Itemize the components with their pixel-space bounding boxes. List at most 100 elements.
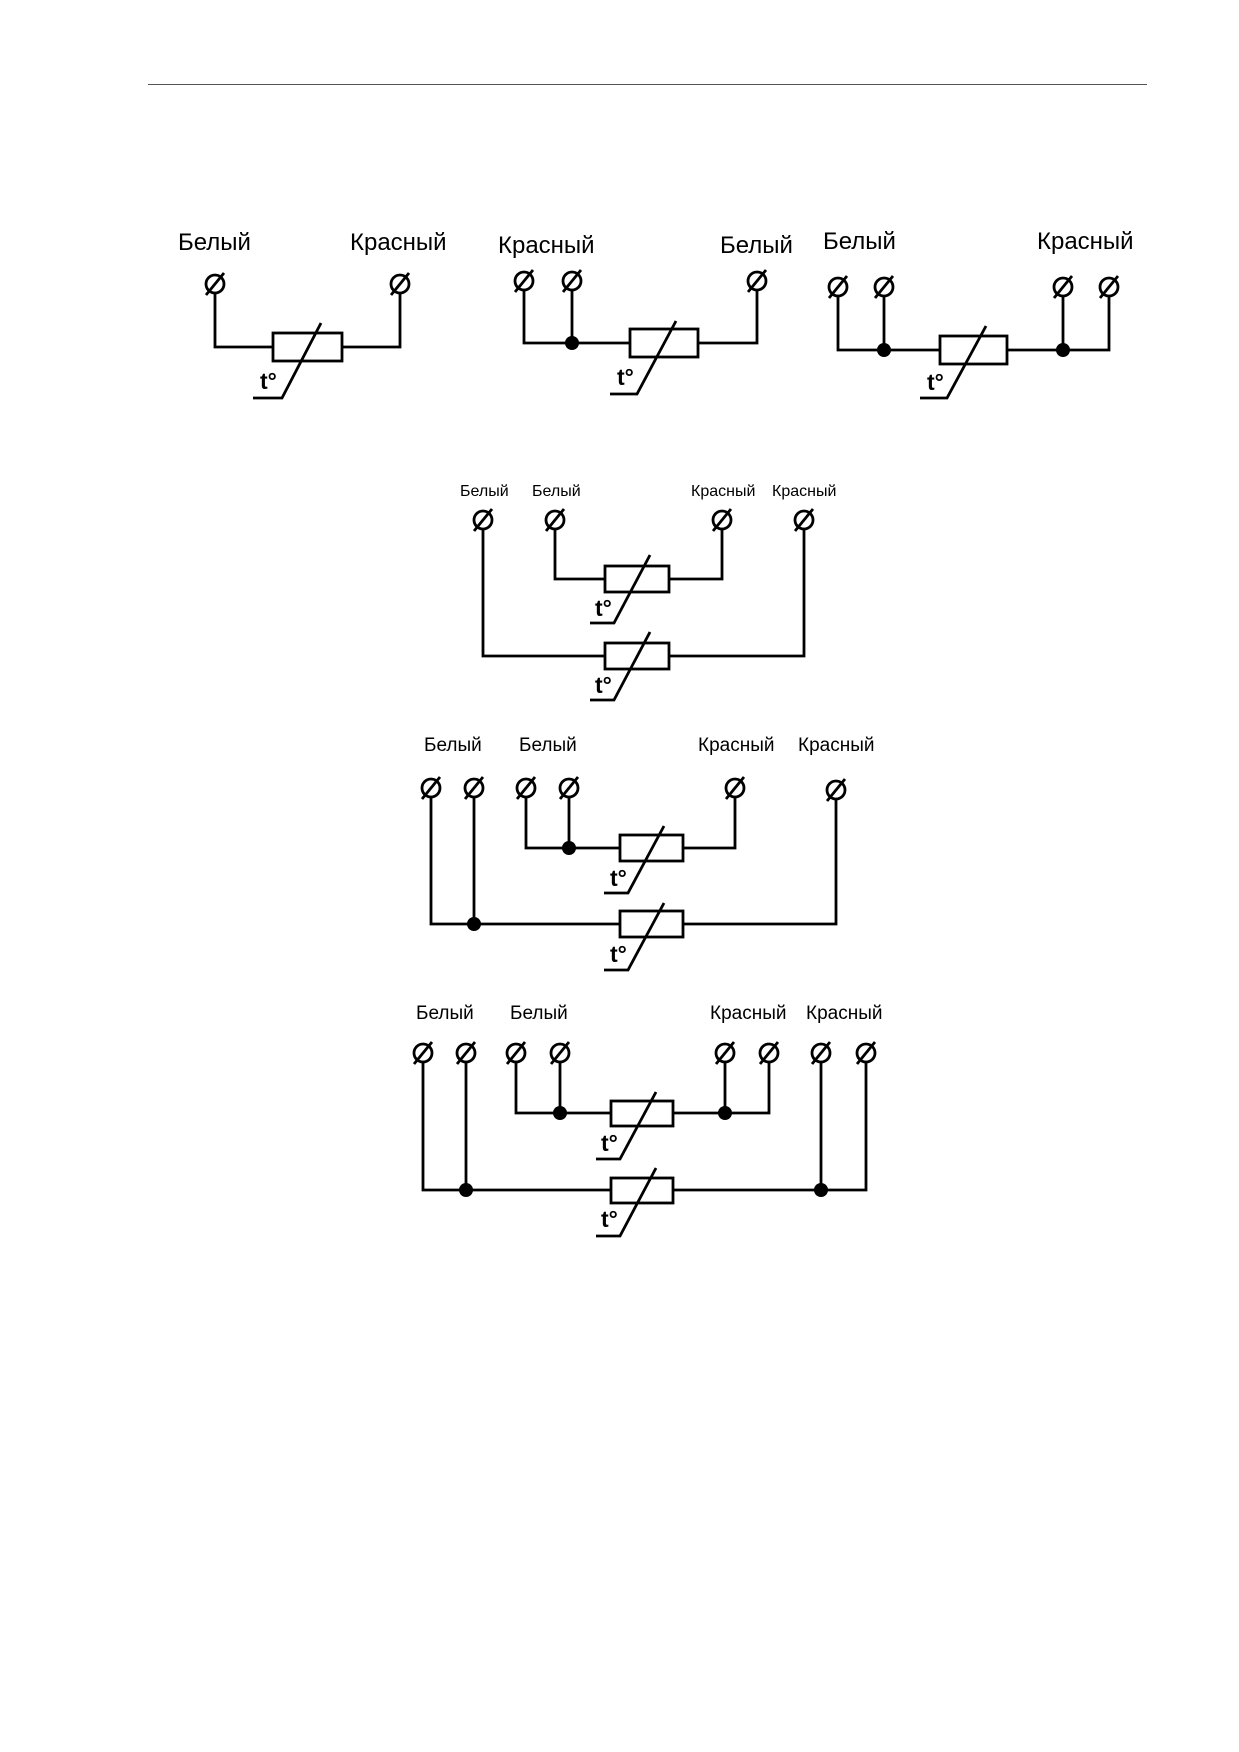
terminal-icon[interactable] <box>724 775 746 801</box>
terminal-icon[interactable] <box>204 271 226 297</box>
junction-dot <box>565 336 579 350</box>
label-white: Белый <box>416 1003 474 1024</box>
wire <box>673 1062 868 1192</box>
junction-dot <box>459 1183 473 1197</box>
temp-label: t° <box>260 368 277 394</box>
wire <box>481 529 605 658</box>
thermistor-slash <box>610 320 678 396</box>
wire <box>1007 296 1111 352</box>
wire <box>553 529 605 581</box>
wire <box>683 799 838 926</box>
junction-dot <box>718 1106 732 1120</box>
label-white: Белый <box>519 735 577 756</box>
label-white: Белый <box>424 735 482 756</box>
wire <box>514 1062 611 1115</box>
terminal-icon[interactable] <box>827 274 849 300</box>
label-white: Белый <box>178 229 251 256</box>
diagram-dual-4wire: Белый Белый Красный Красный t° t° <box>412 1003 882 1238</box>
label-red: Красный <box>1037 228 1134 255</box>
terminal-icon[interactable] <box>515 775 537 801</box>
terminal-icon[interactable] <box>412 1040 434 1066</box>
terminal-icon[interactable] <box>825 777 847 803</box>
thermistor-symbol <box>609 1176 675 1205</box>
label-red: Красный <box>772 483 836 500</box>
thermistor-slash <box>920 325 988 400</box>
terminal-icon[interactable] <box>505 1040 527 1066</box>
temp-label: t° <box>601 1130 618 1156</box>
wire <box>669 529 724 581</box>
label-red: Красный <box>698 735 774 756</box>
thermistor-slash <box>590 554 652 625</box>
wire <box>429 797 620 926</box>
wire <box>698 290 759 345</box>
label-white: Белый <box>510 1003 568 1024</box>
wire <box>836 296 940 352</box>
thermistor-slash <box>596 1091 658 1161</box>
wire <box>213 293 273 349</box>
terminal-icon[interactable] <box>810 1040 832 1066</box>
temp-label: t° <box>617 364 634 390</box>
label-red: Красный <box>498 232 595 259</box>
temp-label: t° <box>601 1206 618 1232</box>
junction-dot <box>467 917 481 931</box>
thermistor-slash <box>253 322 323 400</box>
wire <box>421 1062 611 1192</box>
temp-label: t° <box>610 865 627 891</box>
thermistor-symbol <box>609 1099 675 1128</box>
temp-label: t° <box>595 672 612 698</box>
diagram-4wire: Белый Красный t° <box>823 228 1134 400</box>
thermistor-slash <box>604 902 666 972</box>
header-rule <box>148 84 1147 85</box>
terminal-icon[interactable] <box>561 268 583 294</box>
label-white: Белый <box>460 483 509 500</box>
terminal-icon[interactable] <box>558 775 580 801</box>
label-white: Белый <box>532 483 581 500</box>
thermistor-slash <box>596 1167 658 1238</box>
junction-dot <box>1056 343 1070 357</box>
terminal-icon[interactable] <box>873 274 895 300</box>
wire <box>669 529 806 658</box>
junction-dot <box>562 841 576 855</box>
terminal-icon[interactable] <box>1098 274 1120 300</box>
terminal-icon[interactable] <box>1052 274 1074 300</box>
label-red: Красный <box>691 483 755 500</box>
terminal-icon[interactable] <box>420 775 442 801</box>
junction-dot <box>553 1106 567 1120</box>
terminal-icon[interactable] <box>455 1040 477 1066</box>
terminal-icon[interactable] <box>855 1040 877 1066</box>
terminal-icon[interactable] <box>758 1040 780 1066</box>
terminal-icon[interactable] <box>472 507 494 533</box>
label-red: Красный <box>350 229 447 256</box>
terminal-icon[interactable] <box>549 1040 571 1066</box>
terminal-icon[interactable] <box>711 507 733 533</box>
thermistor-slash <box>590 631 652 702</box>
diagram-dual-3wire: Белый Белый Красный Красный t° t° <box>420 735 874 972</box>
diagram-3wire: Красный Белый t° <box>498 232 793 396</box>
temp-label: t° <box>927 369 944 395</box>
terminal-icon[interactable] <box>513 268 535 294</box>
terminal-icon[interactable] <box>714 1040 736 1066</box>
label-red: Красный <box>710 1003 786 1024</box>
wire <box>522 290 630 345</box>
wire <box>524 797 620 850</box>
terminal-icon[interactable] <box>463 775 485 801</box>
wire <box>683 797 737 850</box>
temp-label: t° <box>610 941 627 967</box>
terminal-icon[interactable] <box>746 268 768 294</box>
wire <box>673 1062 771 1115</box>
wire <box>342 293 402 349</box>
label-red: Красный <box>806 1003 882 1024</box>
label-white: Белый <box>720 232 793 259</box>
junction-dot <box>877 343 891 357</box>
temp-label: t° <box>595 595 612 621</box>
label-red: Красный <box>798 735 874 756</box>
label-white: Белый <box>823 228 896 255</box>
diagram-dual-2wire: Белый Белый Красный Красный t° t° <box>460 483 836 702</box>
diagram-2wire: Белый Красный t° <box>178 229 447 400</box>
terminal-icon[interactable] <box>544 507 566 533</box>
thermistor-slash <box>604 825 666 895</box>
junction-dot <box>814 1183 828 1197</box>
terminal-icon[interactable] <box>389 271 411 297</box>
terminal-icon[interactable] <box>793 507 815 533</box>
